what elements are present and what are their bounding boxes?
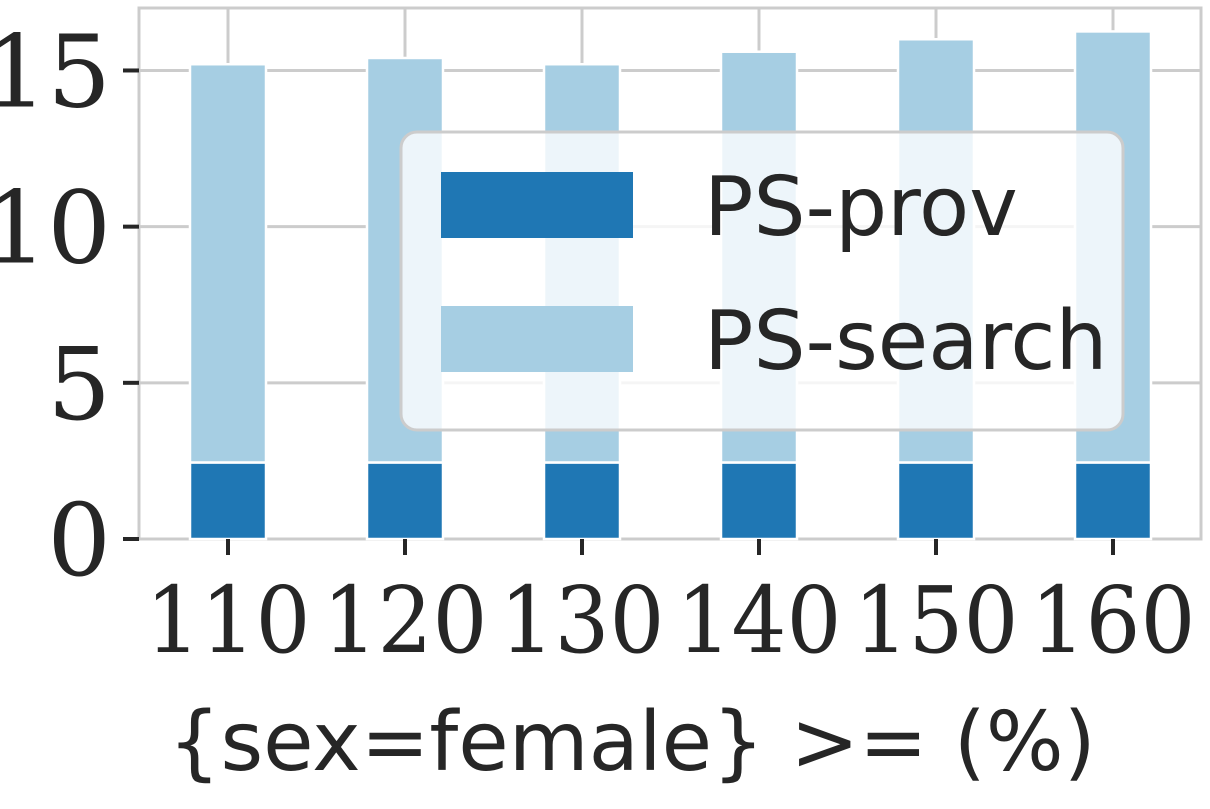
bar-ps-prov-150 [896, 461, 976, 541]
x-tick-label: 120 [323, 567, 488, 674]
legend-swatch-ps-search [441, 306, 633, 372]
y-axis-ticks: 0 5 10 15 [0, 13, 139, 599]
x-axis-label: {sex=female} >= (%) [168, 695, 1095, 790]
bar-ps-prov-140 [719, 461, 799, 541]
legend-swatch-ps-prov [441, 172, 633, 238]
y-tick-label: 10 [0, 170, 111, 287]
y-tick-label: 15 [0, 13, 111, 130]
x-tick-label: 160 [1031, 567, 1196, 674]
x-tick-label: 130 [500, 567, 665, 674]
legend-label-ps-search: PS-search [704, 294, 1107, 389]
bar-ps-prov-110 [188, 461, 268, 541]
y-tick-label: 0 [47, 482, 111, 599]
x-tick-label: 110 [146, 567, 311, 674]
bar-ps-prov-160 [1073, 461, 1153, 541]
y-tick-label: 5 [47, 326, 111, 443]
bar-ps-search-110 [188, 62, 268, 464]
x-tick-label: 150 [854, 567, 1019, 674]
legend-label-ps-prov: PS-prov [704, 160, 1018, 255]
bar-ps-prov-130 [542, 461, 622, 541]
x-tick-label: 140 [677, 567, 842, 674]
bar-ps-prov-120 [365, 461, 445, 541]
